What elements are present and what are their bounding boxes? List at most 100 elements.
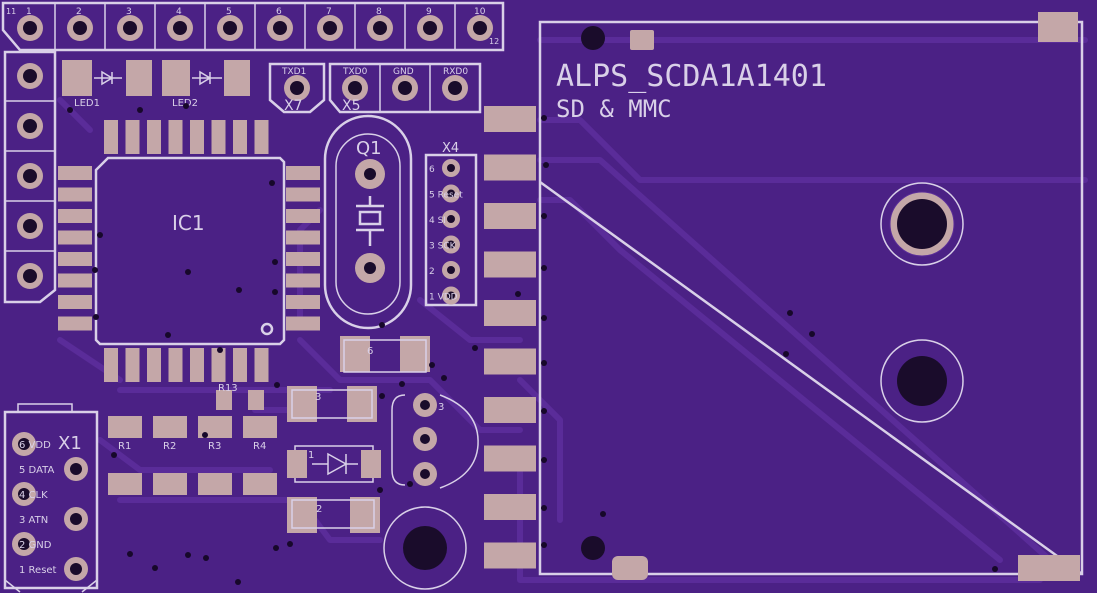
ic1-pad-top xyxy=(211,120,226,154)
x1-pin-label: 6 VDD xyxy=(19,440,51,451)
ic1-pad-top xyxy=(104,120,118,154)
via xyxy=(269,180,275,186)
sd-contact-pad-3 xyxy=(484,203,536,229)
ic1-pad-right xyxy=(286,187,320,202)
resistor-r4 xyxy=(243,416,277,438)
r13-label: R13 xyxy=(218,383,238,394)
header-pin-8-hole xyxy=(373,21,387,35)
via xyxy=(600,511,606,517)
via xyxy=(541,505,547,511)
via xyxy=(379,322,385,328)
via xyxy=(541,542,547,548)
big-mount-hole xyxy=(383,506,467,590)
via xyxy=(472,345,478,351)
ic1-pad-bottom xyxy=(147,348,161,382)
ic1-pad-left xyxy=(58,252,92,266)
via xyxy=(541,213,547,219)
left-header-pin-1-hole xyxy=(23,69,37,83)
via xyxy=(783,351,789,357)
resistor-label: R2 xyxy=(163,441,176,452)
cap-c2: 2 xyxy=(287,497,380,533)
header-pin-number: 2 xyxy=(76,7,82,17)
header-pin-number: 3 xyxy=(126,7,132,17)
via xyxy=(185,269,191,275)
c2-label: 2 xyxy=(316,504,322,515)
header-pin-9-hole xyxy=(423,21,437,35)
via xyxy=(165,332,171,338)
via xyxy=(407,481,413,487)
x5-pin-label: GND xyxy=(393,67,414,77)
via xyxy=(992,566,998,572)
x4-pin-label: 5 Reset xyxy=(429,191,463,201)
sd-contact-pad-9 xyxy=(484,494,536,520)
header-pin-1-hole xyxy=(23,21,37,35)
x4-pin-1-hole xyxy=(447,164,455,172)
via xyxy=(236,287,242,293)
q1-label: Q1 xyxy=(356,138,382,159)
header-mark-right: 12 xyxy=(489,37,499,46)
via xyxy=(429,362,435,368)
sd-mount-hole-2 xyxy=(897,356,947,406)
x1-pin-3-hole xyxy=(70,513,82,525)
resistor-r1 xyxy=(108,416,142,438)
ic1-pad-left xyxy=(58,166,92,180)
x1-label: X1 xyxy=(58,433,82,454)
ic1-pad-right xyxy=(286,252,320,266)
x7-pin-label: TXD1 xyxy=(281,67,306,77)
header-pin-number: 7 xyxy=(326,7,332,17)
x4-pin-label: 6 xyxy=(429,165,435,175)
ic1-pad-left xyxy=(58,209,92,223)
x1-pin-label: 3 ATN xyxy=(19,515,48,526)
x1-pin-4-hole xyxy=(18,488,30,500)
via xyxy=(541,360,547,366)
x1-pin-label: 4 CLK xyxy=(19,490,48,501)
resistor-label: R3 xyxy=(208,441,221,452)
ic1-pad-top xyxy=(254,120,269,154)
x4-pin-5-hole xyxy=(447,266,455,274)
x4-pin-label: 3 SCK xyxy=(429,242,457,252)
ic1-pad-right xyxy=(286,209,320,223)
header-pin-5-hole xyxy=(223,21,237,35)
resistor-pad-lower xyxy=(153,473,187,495)
sd-contact-pad-7 xyxy=(484,397,536,423)
header-pin-number: 4 xyxy=(176,7,182,17)
x5-pin-1-hole xyxy=(348,81,362,95)
u3-label: 3 xyxy=(438,402,444,413)
via xyxy=(399,381,405,387)
header-pin-number: 6 xyxy=(276,7,282,17)
sd-part-number: ALPS_SCDA1A1401 xyxy=(556,59,827,94)
sd-contact-pad-10 xyxy=(484,542,536,569)
sd-mount-pad-top xyxy=(1038,12,1078,42)
r13-resistor: R13 xyxy=(216,383,264,410)
header-pin-number: 9 xyxy=(426,7,432,17)
x4-pin-label: 4 SI xyxy=(429,216,446,226)
x4-pin-label: 2 xyxy=(429,267,435,277)
x4-pin-2-hole xyxy=(447,189,455,198)
via xyxy=(541,315,547,321)
x1-pin-5-hole xyxy=(70,463,82,475)
via xyxy=(93,314,99,320)
ic1-pad-right xyxy=(286,316,320,331)
via xyxy=(185,552,191,558)
x7-connector: TXD1 X7 xyxy=(268,62,326,114)
header-mark-left: 11 xyxy=(6,7,16,16)
x5-pin-label: RXD0 xyxy=(443,67,468,77)
led2: LED2 xyxy=(162,60,250,109)
diode-d1: 1 xyxy=(287,445,381,483)
sd-contact-pad-8 xyxy=(484,445,536,472)
via xyxy=(92,267,98,273)
sd-contact-pad-6 xyxy=(484,348,536,375)
x5-label: X5 xyxy=(342,98,361,114)
via xyxy=(111,452,117,458)
resistor-label: R4 xyxy=(253,441,266,452)
ic1-pad-bottom xyxy=(190,348,204,382)
ic1-pad-top xyxy=(190,120,204,154)
ic1-pad-left xyxy=(58,316,92,331)
ic1-pad-bottom xyxy=(168,348,183,382)
ic1-pad-left xyxy=(58,273,92,288)
header-pin-6-hole xyxy=(273,21,287,35)
via xyxy=(67,107,73,113)
